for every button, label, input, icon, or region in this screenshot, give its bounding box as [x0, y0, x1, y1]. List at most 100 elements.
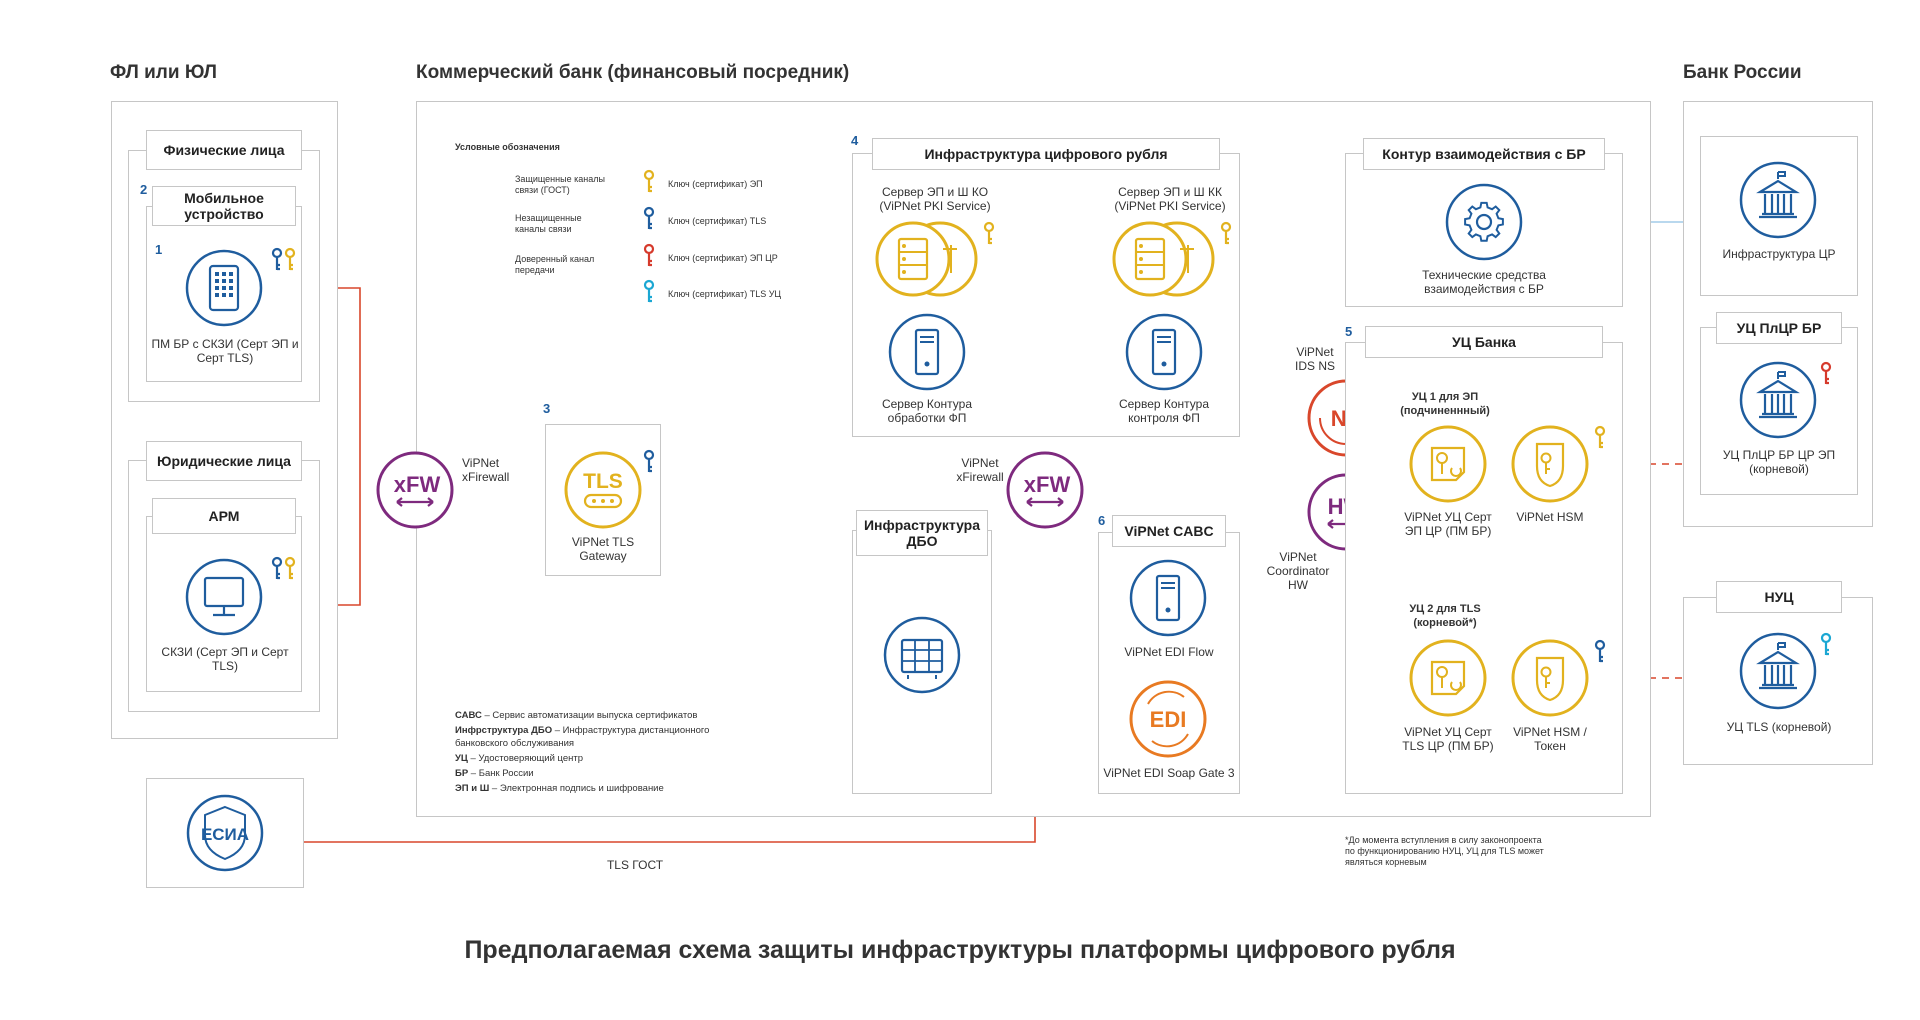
key-tls-icon: [643, 449, 655, 473]
legend-trusted: Доверенный канал передачи: [515, 254, 595, 275]
svg-text:xFW: xFW: [394, 472, 441, 497]
mobile-icon: [185, 249, 263, 327]
glossary: САВС – Сервис автоматизации выпуска серт…: [455, 709, 715, 795]
num-4: 4: [851, 133, 859, 148]
gear-icon: [1445, 183, 1523, 261]
key-ep-cr-icon: [1820, 361, 1832, 385]
server-ctrl-icon: [1125, 313, 1203, 391]
tls-gost-label: TLS ГОСТ: [606, 858, 664, 872]
ca-certificate-icon: [1409, 425, 1487, 503]
legend-key-ep-cr-icon: [643, 243, 655, 267]
legend-title: Условные обозначения: [455, 142, 560, 152]
svg-text:TLS: TLS: [583, 470, 623, 493]
key-ep-icon: [284, 556, 296, 580]
hw-label: ViPNet Coordinator HW: [1266, 550, 1330, 592]
dbo-server-icon: [883, 616, 961, 694]
uc-plcr-label: УЦ ПлЦР БР ЦР ЭП (корневой): [1722, 448, 1836, 476]
key-tls-icon: [271, 556, 283, 580]
key-ep-icon: [983, 221, 995, 245]
ca-certificate-icon: [1409, 639, 1487, 717]
srv-kk-label: Сервер ЭП и Ш КК (ViPNet PKI Service): [1114, 185, 1226, 213]
num-6: 6: [1098, 513, 1106, 528]
infra-cr-label: Инфраструктура ЦР: [1722, 247, 1836, 261]
num-3: 3: [543, 401, 551, 416]
legend-unprotected: Незащищенные каналы связи: [515, 213, 582, 234]
key-tls-icon: [271, 247, 283, 271]
uc2-title: УЦ 2 для TLS (корневой*): [1409, 603, 1481, 629]
tech-label: Технические средства взаимодействия с БР: [1422, 268, 1546, 296]
arm-title: АРМ: [152, 498, 296, 534]
uc-tls-label: УЦ TLS (корневой): [1726, 720, 1832, 734]
hsm-token-icon: [1511, 639, 1589, 717]
num-2: 2: [140, 182, 148, 197]
glossary-item-1: Инфрструктура ДБО – Инфраструктура диста…: [455, 725, 710, 749]
uc-bank-title: УЦ Банка: [1365, 326, 1603, 358]
legend-key-ep: Ключ (сертификат) ЭП: [668, 179, 763, 189]
computer-icon: [185, 558, 263, 636]
num-1: 1: [155, 242, 163, 257]
esia-text: ЕСИА: [201, 825, 249, 844]
uc2-left-label: ViPNet УЦ Серт TLS ЦР (ПМ БР): [1402, 725, 1494, 753]
footnote: *До момента вступления в силу законопрое…: [1345, 835, 1544, 867]
bank-building-icon: [1739, 361, 1817, 439]
bank-building-icon: [1739, 632, 1817, 710]
legend-key-tls: Ключ (сертификат) TLS: [668, 216, 767, 226]
cabc-title: ViPNet CABC: [1112, 515, 1226, 547]
mobile-title: Мобильное устройство: [152, 186, 296, 226]
uc2-right-label: ViPNet HSM / Токен: [1513, 725, 1587, 753]
tls-gateway-label: ViPNet TLS Gateway: [571, 535, 635, 563]
legend-key-ep-icon: [643, 169, 655, 193]
header-left: ФЛ или ЮЛ: [110, 62, 218, 83]
legend-key-tls-uc: Ключ (сертификат) TLS УЦ: [668, 289, 782, 299]
key-ep-icon: [284, 247, 296, 271]
edi-flow-label: ViPNet EDI Flow: [1124, 645, 1214, 659]
pm-label: ПМ БР с СКЗИ (Серт ЭП и Серт TLS): [151, 337, 299, 365]
firewall-1-icon: xFW: [376, 451, 454, 529]
dbo-title: Инфраструктура ДБО: [856, 510, 988, 556]
infra-title: Инфраструктура цифрового рубля: [872, 138, 1220, 170]
phys-title: Физические лица: [146, 130, 302, 170]
page-title: Предполагаемая схема защиты инфраструкту…: [464, 936, 1456, 964]
firewall-2-icon: xFW: [1006, 451, 1084, 529]
num-5: 5: [1345, 324, 1353, 339]
firewall-2-label: ViPNet xFirewall: [956, 456, 1004, 484]
glossary-item-0: САВС – Сервис автоматизации выпуска серт…: [455, 710, 698, 721]
nuc-title: НУЦ: [1716, 581, 1842, 613]
glossary-item-2: УЦ – Удостоверяющий центр: [455, 753, 584, 764]
key-tls-icon: [1594, 639, 1606, 663]
srv-ko-label: Сервер ЭП и Ш КО (ViPNet PKI Service): [879, 185, 991, 213]
legal-title: Юридические лица: [146, 441, 302, 481]
legend-key-ep-cr: Ключ (сертификат) ЭП ЦР: [668, 253, 778, 263]
edi-soap-icon: EDI: [1129, 680, 1207, 758]
glossary-item-3: БР – Банк России: [455, 768, 534, 779]
svg-text:xFW: xFW: [1024, 472, 1071, 497]
legend-key-tls-uc-icon: [643, 279, 655, 303]
key-ep-icon: [1220, 221, 1232, 245]
edi-soap-label: ViPNet EDI Soap Gate 3: [1103, 766, 1235, 780]
pki-server-ko-icon: [875, 221, 978, 297]
hsm-icon: [1511, 425, 1589, 503]
bank-building-icon: [1739, 161, 1817, 239]
uc1-right-label: ViPNet HSM: [1516, 510, 1584, 524]
legend-protected: Защищенные каналы связи (ГОСТ): [515, 174, 605, 195]
esia-icon: ЕСИА: [186, 794, 264, 872]
srv-proc-label: Сервер Контура обработки ФП: [881, 397, 973, 425]
tls-gateway-icon: TLS: [564, 451, 642, 529]
ids-label: ViPNet IDS NS: [1294, 345, 1335, 373]
glossary-item-4: ЭП и Ш – Электронная подпись и шифровани…: [455, 783, 664, 794]
uc-plcr-title: УЦ ПлЦР БР: [1716, 312, 1842, 344]
key-tls-uc-icon: [1820, 632, 1832, 656]
legend-key-tls-icon: [643, 206, 655, 230]
key-ep-icon: [1594, 425, 1606, 449]
kontur-title: Контур взаимодействия с БР: [1363, 138, 1605, 170]
server-proc-icon: [888, 313, 966, 391]
skzi-label: СКЗИ (Серт ЭП и Серт TLS): [161, 645, 289, 673]
edi-flow-icon: [1129, 559, 1207, 637]
srv-ctrl-label: Сервер Контура контроля ФП: [1118, 397, 1210, 425]
uc1-title: УЦ 1 для ЭП (подчиненнный): [1400, 391, 1490, 417]
uc1-left-label: ViPNet УЦ Серт ЭП ЦР (ПМ БР): [1404, 510, 1492, 538]
firewall-1-label: ViPNet xFirewall: [462, 456, 510, 484]
uc-bank-panel: [1345, 342, 1623, 794]
header-right: Банк России: [1683, 62, 1802, 83]
svg-text:EDI: EDI: [1150, 707, 1187, 732]
